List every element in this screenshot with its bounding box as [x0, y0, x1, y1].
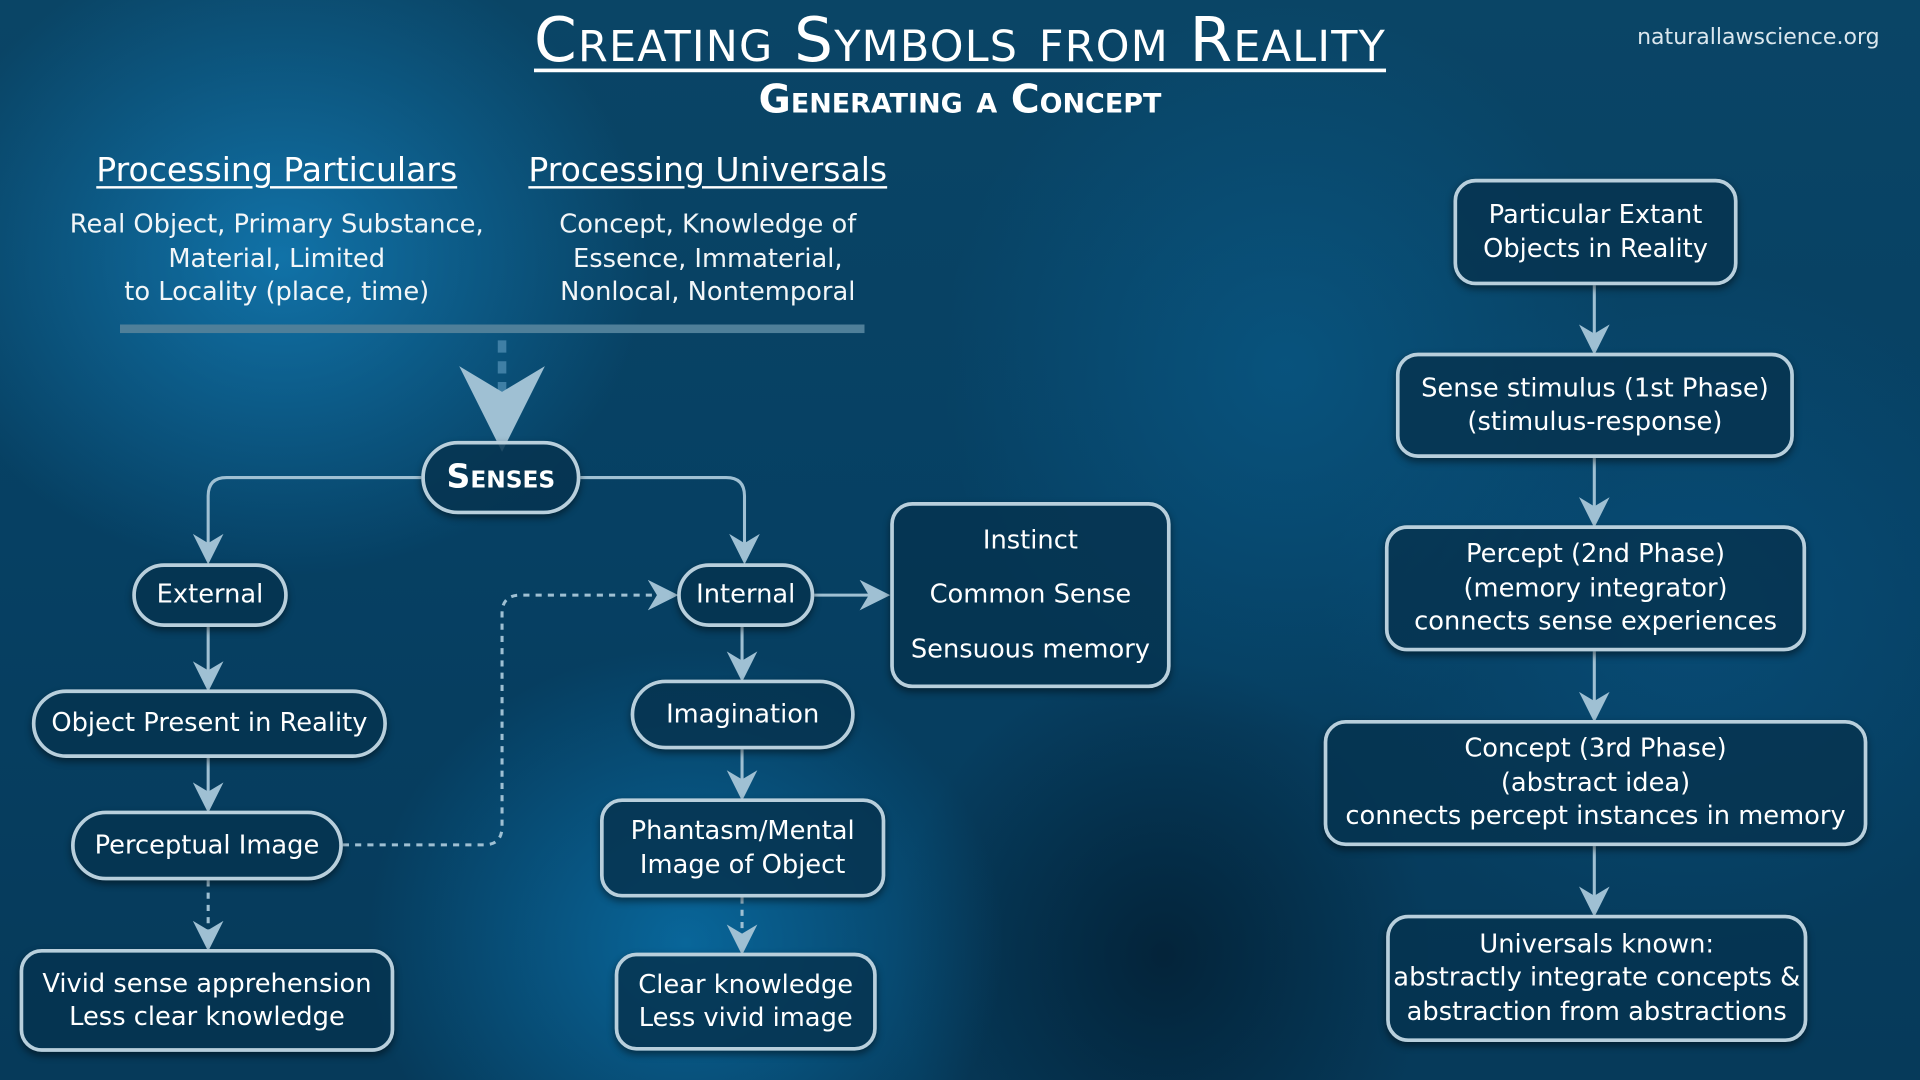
text-line: connects sense experiences — [1414, 606, 1777, 636]
senses-node: Senses — [421, 440, 581, 515]
object-present-node: Object Present in Reality — [31, 689, 387, 758]
text-line: Universals known: — [1479, 929, 1715, 959]
particular-objects-node: Particular Extant Objects in Reality — [1453, 178, 1738, 286]
text-line: connects percept instances in memory — [1345, 801, 1846, 831]
universals-heading: Processing Universals — [528, 151, 888, 190]
text-line: Material, Limited — [168, 243, 386, 273]
text-line: Less vivid image — [638, 1002, 853, 1033]
imagination-node: Imagination — [630, 679, 855, 750]
text-line: Particular Extant — [1488, 199, 1703, 229]
text-line: Phantasm/Mental — [630, 815, 855, 845]
concept-node: Concept (3rd Phase) (abstract idea) conn… — [1323, 720, 1868, 847]
particulars-description: Real Object, Primary Substance, Material… — [37, 208, 517, 309]
universals-description: Concept, Knowledge of Essence, Immateria… — [512, 208, 904, 309]
divider-bar — [120, 324, 865, 334]
text-line: (memory integrator) — [1463, 572, 1728, 603]
text-line: Sense stimulus (1st Phase) — [1421, 372, 1769, 403]
page-subtitle: Generating a Concept — [758, 75, 1162, 123]
faculties-node: Instinct Common Sense Sensuous memory — [890, 502, 1171, 689]
clear-knowledge-node: Clear knowledge Less vivid image — [614, 952, 877, 1051]
text-line: Vivid sense apprehension — [42, 967, 372, 998]
faculty-common-sense: Common Sense — [929, 579, 1132, 609]
perceptual-image-node: Perceptual Image — [71, 810, 343, 881]
text-line: Less clear knowledge — [69, 1001, 345, 1032]
arrow-senses-internal — [580, 476, 760, 565]
percept-node: Percept (2nd Phase) (memory integrator) … — [1384, 525, 1807, 652]
text-line: Nonlocal, Nontemporal — [560, 276, 856, 307]
text-line: Percept (2nd Phase) — [1466, 539, 1725, 569]
text-line: abstractly integrate concepts & — [1393, 962, 1801, 993]
dashed-arrow-perceptual-internal — [342, 579, 679, 847]
text-line: Real Object, Primary Substance, — [69, 209, 484, 239]
text-line: to Locality (place, time) — [124, 276, 430, 307]
faculty-instinct: Instinct — [982, 524, 1078, 555]
arrow-senses-external — [192, 476, 422, 565]
sense-stimulus-node: Sense stimulus (1st Phase) (stimulus-res… — [1395, 352, 1794, 458]
universals-known-node: Universals known: abstractly integrate c… — [1386, 914, 1808, 1043]
vivid-node: Vivid sense apprehension Less clear know… — [19, 948, 395, 1052]
text-line: (stimulus-response) — [1467, 406, 1723, 436]
external-node: External — [132, 563, 288, 627]
phantasm-node: Phantasm/Mental Image of Object — [600, 798, 886, 898]
text-line: Concept, Knowledge of — [559, 209, 857, 239]
text-line: Image of Object — [639, 849, 846, 879]
text-line: Essence, Immaterial, — [572, 243, 843, 273]
faculty-sensuous-memory: Sensuous memory — [910, 634, 1150, 664]
site-url: naturallawscience.org — [1637, 24, 1880, 51]
text-line: Objects in Reality — [1483, 233, 1708, 263]
text-line: (abstract idea) — [1500, 767, 1691, 797]
particulars-heading: Processing Particulars — [96, 151, 458, 190]
page-title: Creating Symbols from Reality — [533, 4, 1387, 76]
text-line: abstraction from abstractions — [1406, 996, 1787, 1026]
text-line: Clear knowledge — [638, 969, 854, 999]
internal-node: Internal — [677, 563, 815, 627]
text-line: Concept (3rd Phase) — [1464, 733, 1727, 764]
